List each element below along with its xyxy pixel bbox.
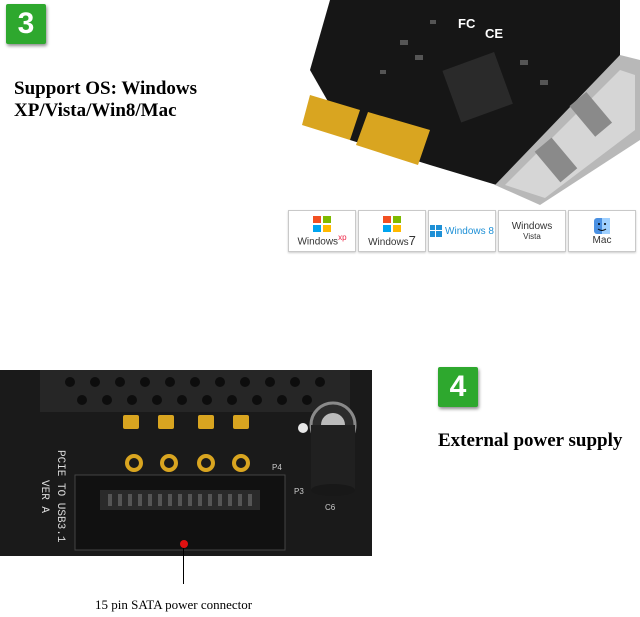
windows-xp-label: Windows (297, 236, 339, 248)
ce-mark: CE (485, 26, 503, 41)
board-label-p4: P4 (272, 463, 282, 472)
board-label-p3: P3 (294, 487, 304, 496)
mac-finder-icon (594, 217, 610, 234)
sata-red-marker (180, 540, 188, 548)
external-power-title: External power supply (438, 430, 623, 451)
windows-flag-icon (383, 215, 401, 232)
support-os-title: Support OS: Windows XP/Vista/Win8/Mac (14, 78, 197, 122)
windows-7-logo: Windows7 (358, 210, 426, 252)
windows-xp-logo: Windowsxp (288, 210, 356, 252)
windows-7-label: Windows (368, 236, 409, 248)
windows-vista-logo: Windows Vista (498, 210, 566, 252)
support-os-line1: Support OS: Windows (14, 78, 198, 99)
windows-vista-label: Windows (511, 221, 553, 232)
board-label-c6: C6 (325, 503, 336, 512)
windows-xp-suffix: xp (338, 232, 347, 242)
windows-flag-icon (313, 215, 331, 232)
fc-mark: FC (458, 16, 476, 31)
step-4-badge: 4 (438, 367, 478, 407)
step-3-badge: 3 (6, 4, 46, 44)
caption-leader-line (183, 548, 184, 584)
windows-8-logo: Windows 8 (428, 210, 496, 252)
board-text-line1: PCIE TO USB3.1 (54, 450, 66, 543)
windows-8-label: Windows 8 (445, 225, 494, 237)
windows-7-suffix: 7 (408, 232, 416, 248)
sata-caption: 15 pin SATA power connector (95, 597, 253, 612)
windows-8-tile-icon (430, 225, 443, 237)
os-logo-row: Windowsxp Windows7 Windows 8 Windows Vis… (288, 210, 636, 252)
windows-vista-suffix: Vista (523, 232, 541, 241)
board-text-line2: VER A (38, 480, 50, 513)
sata-board-image: PCIE TO USB3.1 VER A P4 P3 C6 (0, 370, 372, 556)
mac-logo: Mac (568, 210, 636, 252)
support-os-line2: XP/Vista/Win8/Mac (14, 100, 177, 121)
pcie-card-image: FC CE (302, 0, 640, 205)
mac-label: Mac (592, 234, 612, 246)
